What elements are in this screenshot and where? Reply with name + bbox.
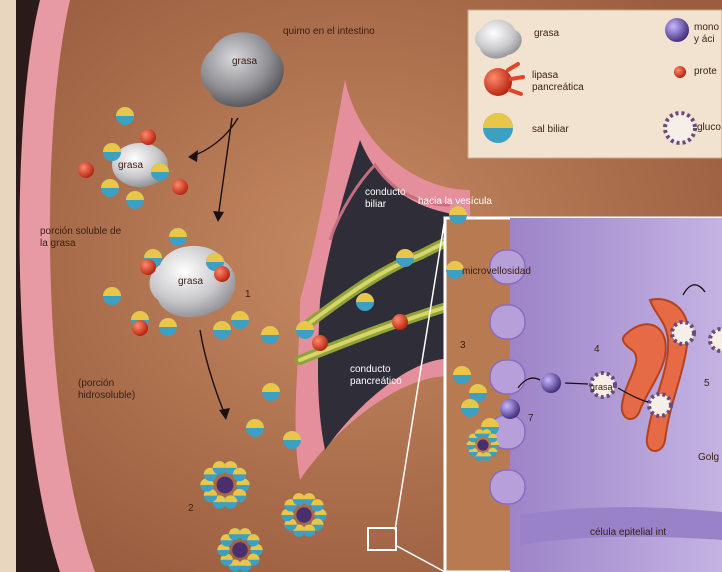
label-fat-center: grasa — [178, 276, 203, 288]
lipase — [312, 335, 328, 351]
label-soluble-1: porción soluble de — [40, 226, 121, 238]
bile-salt-half — [169, 228, 187, 237]
bile-salt-half — [224, 461, 237, 468]
bile-salt-half — [261, 326, 279, 335]
bile-salt-half — [246, 419, 264, 428]
bile-salt-half — [283, 431, 301, 440]
label-hydro-2: hidrosoluble) — [78, 390, 135, 402]
step-number-1: 1 — [245, 289, 251, 301]
legend-label-2: lipasa pancreática — [532, 70, 584, 94]
bile-salt-half — [144, 249, 162, 258]
lipase — [172, 179, 188, 195]
bile-salt-half — [103, 287, 121, 296]
label-golgi: Golg — [698, 452, 719, 464]
lipase — [140, 129, 156, 145]
bile-salt-half — [101, 179, 119, 188]
protein-icon — [674, 66, 686, 78]
step-number-3: 3 — [460, 340, 466, 352]
legend-label-4: mono y áci — [694, 22, 719, 46]
bile-salt-icon — [483, 113, 513, 143]
bile-salt-half — [131, 311, 149, 320]
label-fat-top: grasa — [232, 56, 257, 68]
legend-label-6: gluco — [697, 122, 721, 134]
label-fat-in-cell: grasa — [590, 381, 613, 393]
step-number-4: 4 — [594, 344, 600, 356]
bile-salt-half — [159, 318, 177, 327]
label-pancreatic-1: conducto — [350, 364, 391, 376]
label-to-gallbladder: hacia la vesícula — [418, 196, 492, 208]
chylomicron-group — [591, 322, 722, 416]
label-bile-duct-1: conducto — [365, 187, 406, 199]
label-bile-duct-2: biliar — [365, 199, 386, 211]
label-epithelial-cell: célula epitelial int — [590, 527, 666, 539]
bile-salt-half — [296, 321, 314, 330]
legend-label-5: prote — [694, 66, 717, 78]
bile-salt-half — [262, 383, 280, 392]
lipase — [78, 162, 94, 178]
bile-salt-half — [116, 107, 134, 116]
bile-salt-half — [239, 528, 251, 534]
monoglyceride-icon — [665, 18, 689, 42]
bile-salt-half — [469, 384, 487, 393]
micelle-core — [232, 542, 247, 557]
label-hydro-1: (porción — [78, 378, 114, 390]
lipase — [132, 320, 148, 336]
micelle-core — [217, 477, 234, 494]
step-number-7: 7 — [528, 413, 534, 425]
label-soluble-2: la grasa — [40, 238, 76, 250]
bile-salt-half — [213, 321, 231, 330]
lipase — [140, 259, 156, 275]
step-number-2: 2 — [188, 503, 194, 515]
bile-salt-half — [453, 366, 471, 375]
micelle-core — [296, 507, 311, 522]
legend-label-1: grasa — [534, 28, 559, 40]
lipase — [214, 266, 230, 282]
lipase — [392, 314, 408, 330]
bile-salt-half — [231, 311, 249, 320]
glycolipid-icon — [665, 113, 695, 143]
bile-salt-half — [356, 293, 374, 302]
legend-label-3: sal biliar — [532, 124, 569, 136]
bile-salt-half — [103, 143, 121, 152]
bile-salt-half — [303, 493, 315, 499]
bile-salt-half — [396, 249, 414, 258]
fat-droplet-icon — [475, 20, 522, 59]
fat-droplet-chyme — [201, 32, 284, 107]
bile-salt-half — [126, 191, 144, 200]
bile-salt-half — [481, 418, 499, 427]
label-pancreatic-2: pancreático — [350, 376, 402, 388]
label-fat-emulsified: grasa — [118, 160, 143, 172]
micelle-core — [477, 439, 488, 450]
micelles — [200, 429, 499, 572]
label-chyme: quimo en el intestino — [283, 26, 375, 38]
label-microvilli: microvellosidad — [462, 266, 531, 278]
lipase-icon — [484, 64, 523, 96]
step-number-5: 5 — [704, 378, 710, 390]
